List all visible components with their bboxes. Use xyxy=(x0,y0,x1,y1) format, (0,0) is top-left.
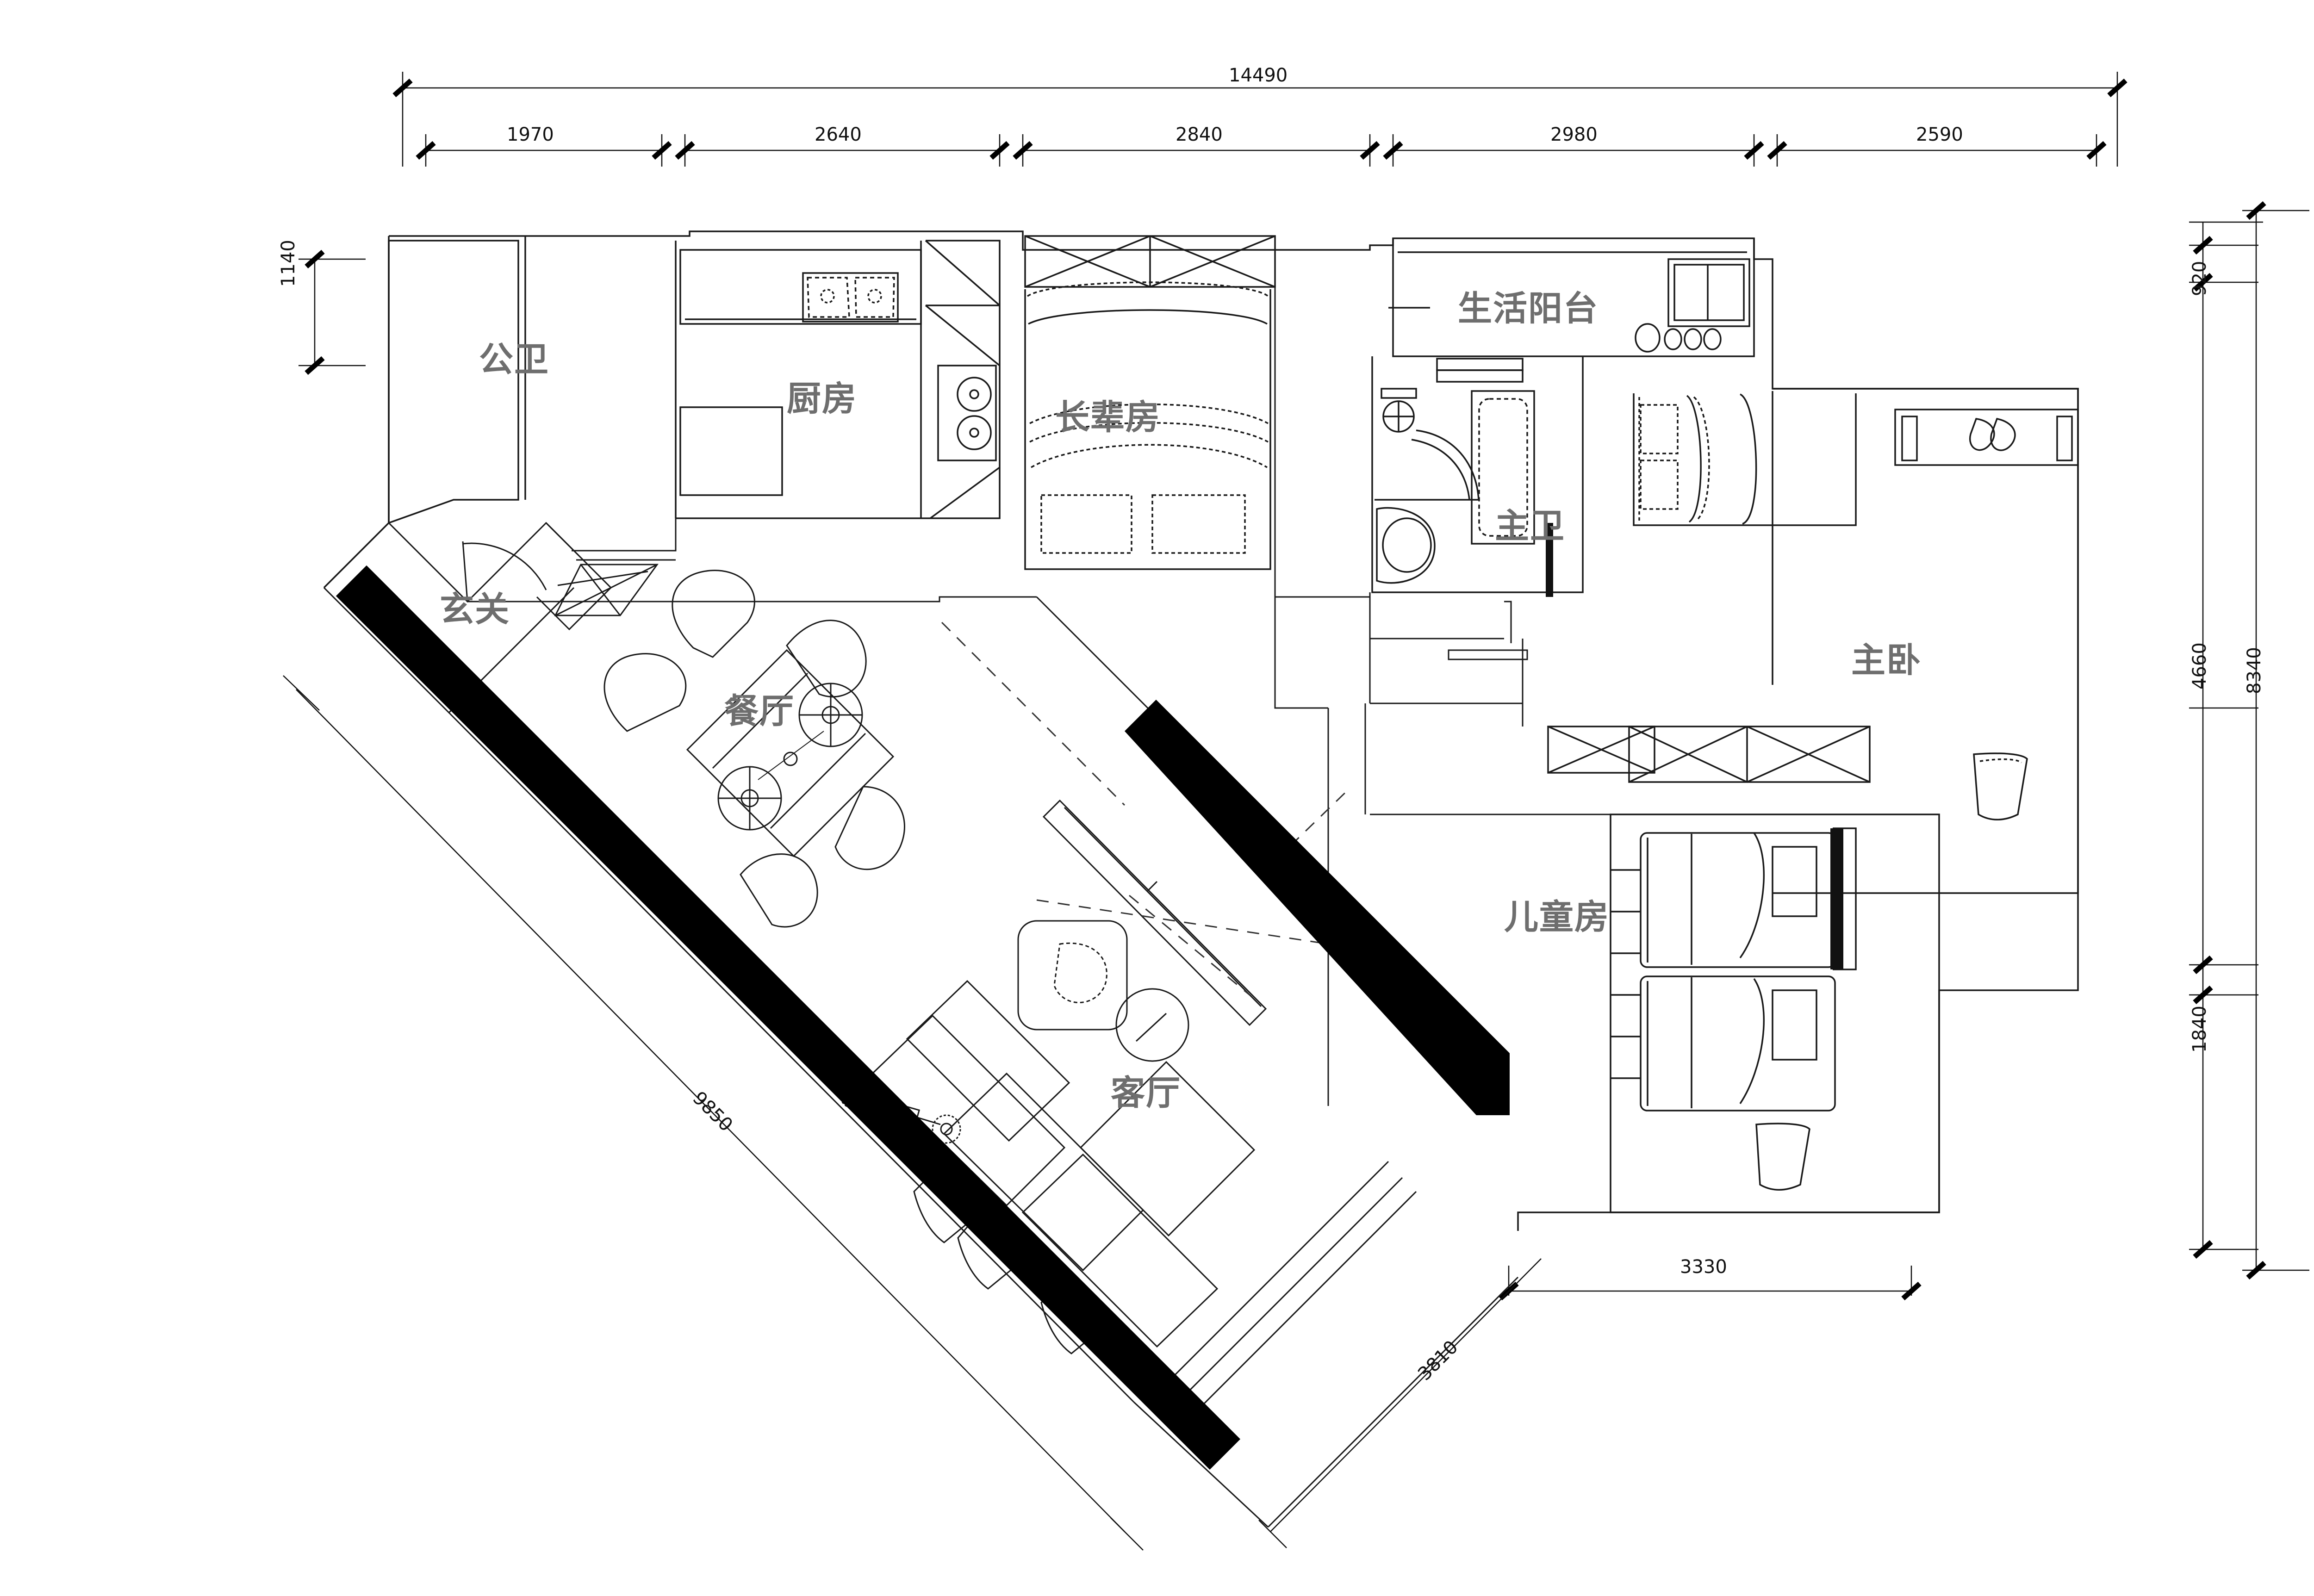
structural-lines xyxy=(1274,236,1611,1106)
wall-outlines xyxy=(323,230,2079,1231)
room-label-ertongfang: 儿童房 xyxy=(1504,897,1610,937)
room-label-canting: 餐厅 xyxy=(724,691,795,731)
room-label-chufang: 厨房 xyxy=(787,379,857,419)
dimension-diagonal xyxy=(283,675,1542,1551)
room-label-xuanguan: 玄关 xyxy=(440,590,510,629)
entry-geometry xyxy=(323,518,677,714)
dimension-top-seg-2: 2640 xyxy=(815,124,862,145)
dimension-top-seg-1: 1970 xyxy=(507,124,554,145)
dimension-left-1140: 1140 xyxy=(278,240,299,287)
dimension-right-8340: 8340 xyxy=(2244,647,2265,694)
room-label-zhuwei: 主卫 xyxy=(1495,506,1565,546)
dimension-chain-top xyxy=(394,72,2126,167)
load-bearing-walls xyxy=(336,565,1510,1470)
dimension-top-seg-5: 2590 xyxy=(1916,124,1963,145)
room-label-keting: 客厅 xyxy=(1111,1073,1181,1113)
dimension-top-seg-4: 2980 xyxy=(1550,124,1598,145)
dimension-top-seg-3: 2840 xyxy=(1176,124,1223,145)
dimension-overall-top: 14490 xyxy=(1229,65,1288,86)
room-label-shenghuoyangtai: 生活阳台 xyxy=(1458,289,1599,329)
dimension-chain-right xyxy=(2189,203,2309,1278)
dimension-right-4660: 4660 xyxy=(2189,642,2210,689)
dimension-chain-left xyxy=(299,252,366,373)
room-label-zhuwo: 主卧 xyxy=(1851,640,1922,680)
room-label-zhangbeifang: 长辈房 xyxy=(1055,397,1161,437)
dimension-right-920: 920 xyxy=(2189,261,2210,296)
dimension-right-1840: 1840 xyxy=(2189,1006,2210,1053)
beam-lines xyxy=(941,621,1352,996)
room-label-gongwei: 公卫 xyxy=(479,340,549,379)
living-dining-furniture xyxy=(448,570,1519,1528)
dimension-bottom-3330: 3330 xyxy=(1680,1256,1727,1278)
